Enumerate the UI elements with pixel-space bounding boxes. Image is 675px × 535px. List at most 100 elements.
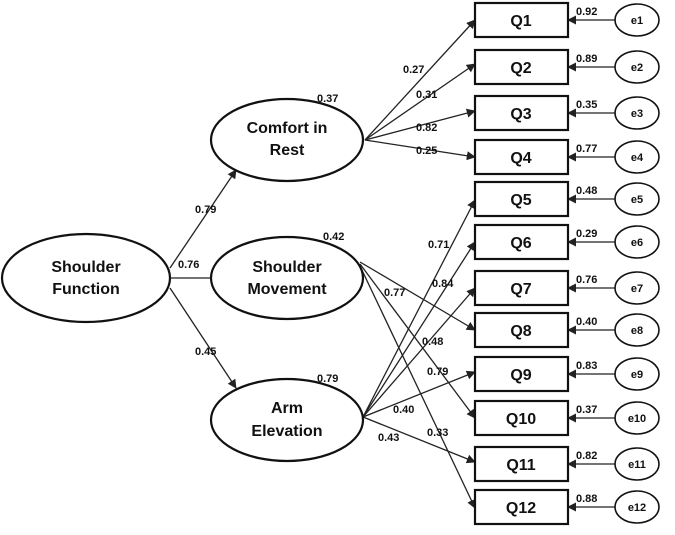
error-variance-e11: 0.82 [576, 450, 597, 462]
indicator-box-q12 [473, 488, 570, 526]
loading-line-q11 [362, 416, 476, 464]
loading-q4: 0.25 [416, 145, 437, 157]
loading-q12: 0.33 [427, 427, 448, 439]
error-node-e7 [614, 271, 660, 305]
indicator-label-q4: Q4 [510, 150, 531, 167]
latent-comfort-in-rest: Comfort in Rest [209, 97, 365, 183]
error-label-e9: e9 [631, 369, 643, 381]
indicator-label-q8: Q8 [510, 323, 531, 340]
error-variance-e12: 0.88 [576, 493, 597, 505]
r2-shoulder-movement: 0.42 [323, 231, 344, 243]
loading-line-q3 [364, 108, 476, 141]
indicator-box-q1 [473, 1, 570, 39]
loading-q2: 0.31 [416, 89, 437, 101]
error-label-e2: e2 [631, 62, 643, 74]
indicator-label-q2: Q2 [510, 60, 531, 77]
path-function-to-comfort [169, 169, 237, 269]
error-label-e6: e6 [631, 237, 643, 249]
error-node-e11 [614, 447, 660, 481]
error-variance-e6: 0.29 [576, 228, 597, 240]
error-label-e7: e7 [631, 283, 643, 295]
loading-q5: 0.71 [428, 239, 449, 251]
error-node-e5 [614, 182, 660, 216]
error-variance-e8: 0.40 [576, 316, 597, 328]
error-variance-e9: 0.83 [576, 360, 597, 372]
path-coef-comfort: 0.79 [195, 204, 216, 216]
indicator-box-q8 [473, 311, 570, 349]
latent-label-line2: Movement [247, 281, 327, 298]
error-label-e1: e1 [631, 15, 643, 27]
indicator-label-q3: Q3 [510, 106, 531, 123]
indicator-label-q12: Q12 [506, 500, 536, 517]
path-coef-movement: 0.76 [178, 259, 199, 271]
loading-line-q9 [362, 370, 476, 418]
error-label-e11: e11 [628, 459, 646, 471]
loading-line-q4 [364, 139, 476, 161]
r2-comfort-in-rest: 0.37 [317, 93, 338, 105]
indicator-box-q5 [473, 180, 570, 218]
loading-line-q10 [359, 263, 476, 419]
error-node-e1 [614, 3, 660, 37]
loading-line-q5 [362, 199, 476, 418]
loading-q11: 0.43 [378, 432, 399, 444]
latent-arm-elevation: Arm Elevation [209, 377, 365, 463]
error-node-e4 [614, 140, 660, 174]
indicator-label-q1: Q1 [510, 13, 531, 30]
loading-line-q8 [359, 261, 476, 331]
error-variance-e10: 0.37 [576, 404, 597, 416]
latent-shoulder-function: Shoulder Function [0, 232, 172, 324]
indicator-box-q10 [473, 399, 570, 437]
latent-label-line2: Rest [270, 142, 305, 159]
error-variance-e2: 0.89 [576, 53, 597, 65]
path-coef-elevation: 0.45 [195, 346, 216, 358]
loading-q10: 0.79 [427, 366, 448, 378]
indicator-box-q11 [473, 445, 570, 483]
error-node-e6 [614, 225, 660, 259]
error-variance-e5: 0.48 [576, 185, 597, 197]
loading-line-q2 [364, 63, 476, 141]
error-label-e3: e3 [631, 108, 643, 120]
path-arrows [169, 15, 615, 512]
latent-label-line2: Elevation [251, 423, 322, 440]
indicator-label-q9: Q9 [510, 367, 531, 384]
error-variance-e4: 0.77 [576, 143, 597, 155]
loading-q8: 0.77 [384, 287, 405, 299]
error-node-e12 [614, 490, 660, 524]
latent-label-line1: Shoulder [51, 259, 120, 276]
path-function-to-elevation [169, 287, 237, 389]
loading-line-q7 [362, 287, 476, 418]
latent-label-line1: Comfort in [247, 120, 328, 137]
loading-line-q12 [359, 265, 476, 509]
loading-line-q6 [362, 241, 476, 418]
error-label-e8: e8 [631, 325, 643, 337]
indicator-box-q2 [473, 48, 570, 86]
error-label-e12: e12 [628, 502, 646, 514]
indicator-label-q5: Q5 [510, 192, 531, 209]
error-label-e10: e10 [628, 413, 646, 425]
loading-q1: 0.27 [403, 64, 424, 76]
indicator-box-q3 [473, 94, 570, 132]
error-label-e4: e4 [631, 152, 644, 164]
error-variance-e3: 0.35 [576, 99, 597, 111]
indicator-box-q7 [473, 269, 570, 307]
indicator-label-q11: Q11 [506, 457, 535, 474]
error-variance-e1: 0.92 [576, 6, 597, 18]
latent-shoulder-movement: Shoulder Movement [209, 235, 365, 321]
indicator-box-q4 [473, 138, 570, 176]
indicator-label-q10: Q10 [506, 411, 536, 428]
loading-q3: 0.82 [416, 122, 437, 134]
error-label-e5: e5 [631, 194, 643, 206]
indicator-label-q7: Q7 [510, 281, 531, 298]
indicator-box-q6 [473, 223, 570, 261]
loading-q6: 0.84 [432, 278, 454, 290]
error-node-e9 [614, 357, 660, 391]
r2-arm-elevation: 0.79 [317, 373, 338, 385]
loading-q9: 0.40 [393, 404, 414, 416]
indicator-box-q9 [473, 355, 570, 393]
latent-label-line1: Arm [271, 400, 303, 417]
latent-label-line2: Function [52, 281, 120, 298]
error-variance-e7: 0.76 [576, 274, 597, 286]
indicator-label-q6: Q6 [510, 235, 531, 252]
